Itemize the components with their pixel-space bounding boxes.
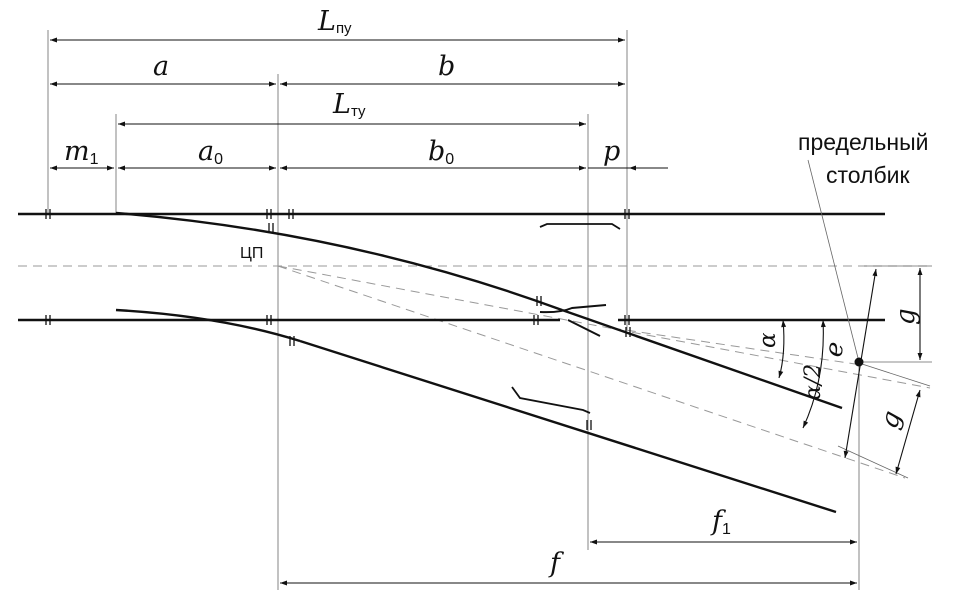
label-L-pu: Lпу — [317, 6, 352, 37]
dim-g-lower — [895, 389, 921, 475]
post-leader-line — [807, 159, 860, 363]
label-b: b — [438, 51, 455, 82]
clearance-geometry — [778, 159, 932, 479]
labels: Lпу a b Lту m1 a0 b0 p ЦП α α/2 e g g f1… — [64, 6, 928, 579]
guard-rail-lower — [511, 386, 591, 414]
label-a: a — [153, 51, 169, 82]
dimension-lines — [50, 37, 857, 586]
diverging-axis — [277, 265, 906, 479]
bisector-axis — [277, 265, 931, 389]
label-p: p — [603, 136, 620, 167]
axis-lines — [18, 265, 932, 479]
diverging-rail-lower — [299, 339, 837, 514]
switch-curve-upper — [115, 211, 563, 312]
arc-alpha-half — [802, 319, 826, 429]
extension-lines — [47, 30, 860, 590]
label-L-tu: Lту — [332, 89, 366, 120]
label-e: e — [818, 339, 849, 359]
label-m1: m1 — [64, 136, 99, 168]
label-a0: a0 — [198, 136, 223, 168]
label-f1: f1 — [710, 506, 731, 538]
label-cp: ЦП — [240, 245, 263, 262]
diverging-rail-upper — [561, 308, 843, 410]
wing-rail — [539, 304, 607, 314]
label-post-line1: предельный — [798, 129, 928, 155]
arc-alpha — [778, 319, 787, 379]
frog-nose — [567, 319, 601, 337]
label-alpha-half: α/2 — [801, 364, 826, 400]
label-post-line2: столбик — [826, 162, 911, 188]
clearance-post-point — [854, 357, 864, 367]
label-b0: b0 — [428, 136, 454, 168]
guard-rail-upper — [539, 223, 621, 230]
rail-joints — [45, 209, 631, 430]
label-f: f — [548, 548, 564, 579]
label-g-lower: g — [874, 407, 908, 432]
rails — [18, 211, 885, 514]
label-alpha: α — [755, 332, 781, 348]
label-g-upper: g — [891, 308, 921, 325]
switch-curve-lower — [115, 308, 301, 343]
